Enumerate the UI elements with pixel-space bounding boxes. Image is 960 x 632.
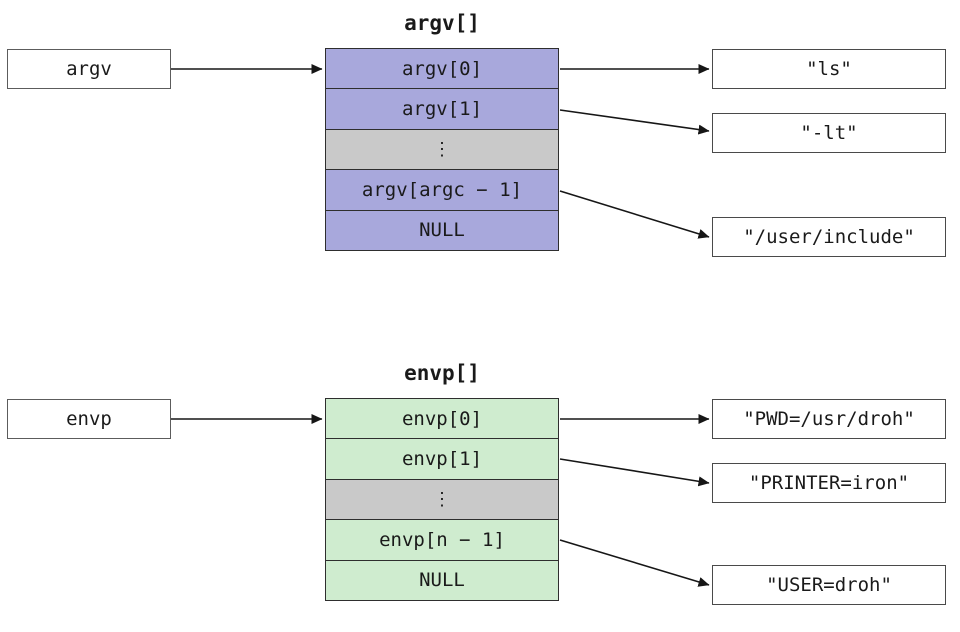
argv-array-title: argv[] — [404, 11, 480, 35]
string-lt-label: "-lt" — [800, 122, 858, 144]
string-box-printer: "PRINTER=iron" — [712, 463, 946, 503]
envp-cell-1: envp[1] — [326, 438, 558, 479]
string-box-ls: "ls" — [712, 49, 946, 89]
string-box-user: "USER=droh" — [712, 565, 946, 605]
string-ls-label: "ls" — [806, 58, 852, 80]
envp-pointer-label: envp — [66, 408, 112, 430]
arrow-argv1-to-lt — [559, 109, 710, 135]
envp-array: envp[0] envp[1] ⋮ envp[n − 1] NULL — [325, 398, 559, 601]
argv-cell-ellipsis: ⋮ — [326, 128, 558, 170]
string-pwd-label: "PWD=/usr/droh" — [743, 408, 915, 430]
argv-cell-1: argv[1] — [326, 88, 558, 129]
envp-cell-last: envp[n − 1] — [326, 519, 558, 560]
string-include-label: "/user/include" — [743, 226, 915, 248]
envp-array-title: envp[] — [404, 361, 480, 385]
arrow-argvlast-to-include — [559, 190, 710, 239]
envp-cell-ellipsis: ⋮ — [326, 478, 558, 520]
argv-cell-0: argv[0] — [326, 49, 558, 89]
argv-pointer-box: argv — [7, 49, 171, 89]
argv-cell-null: NULL — [326, 209, 558, 251]
string-box-include: "/user/include" — [712, 217, 946, 257]
envp-cell-0: envp[0] — [326, 399, 558, 439]
envp-pointer-box: envp — [7, 399, 171, 439]
argv-pointer-label: argv — [66, 58, 112, 80]
arrow-envplast-to-user — [559, 539, 710, 587]
string-user-label: "USER=droh" — [766, 574, 892, 596]
string-box-lt: "-lt" — [712, 113, 946, 153]
envp-cell-null: NULL — [326, 559, 558, 601]
arrow-envp1-to-printer — [559, 458, 710, 487]
string-box-pwd: "PWD=/usr/droh" — [712, 399, 946, 439]
string-printer-label: "PRINTER=iron" — [748, 472, 910, 494]
argv-cell-last: argv[argc − 1] — [326, 169, 558, 210]
argv-array: argv[0] argv[1] ⋮ argv[argc − 1] NULL — [325, 48, 559, 251]
